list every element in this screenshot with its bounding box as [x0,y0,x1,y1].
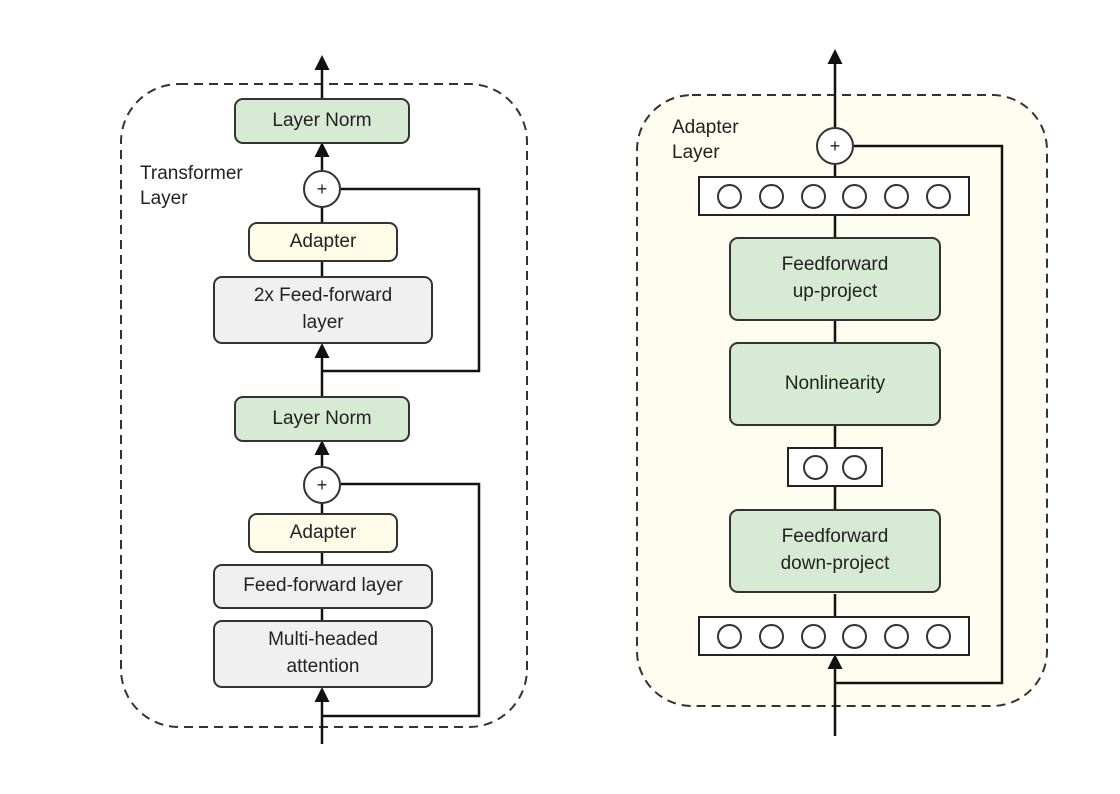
adapter-top-box: Adapter [248,222,398,262]
adapter-layer-title: Adapter Layer [672,117,739,163]
skip-connection-top [322,187,481,373]
multi-headed-attention-box: Multi-headed attention [213,620,433,688]
output-units-bar [698,176,970,216]
neuron-unit [716,623,742,649]
neuron-unit [758,183,784,209]
feed-forward-box: Feed-forward layer [213,564,433,609]
layer-norm-bottom-box: Layer Norm [234,396,410,442]
neuron-unit [884,623,910,649]
transformer-layer-border [120,83,528,728]
bottleneck-units-bar [787,447,883,487]
neuron-unit [926,623,952,649]
input-units-bar [698,616,970,656]
layer-norm-top-box: Layer Norm [234,98,410,144]
neuron-unit [884,183,910,209]
neuron-unit [926,183,952,209]
skip-connection-adapter [835,144,1004,685]
residual-add-top: + [303,170,341,208]
neuron-unit [758,623,784,649]
down-project-box: Feedforward down-project [729,509,941,593]
neuron-unit [842,623,868,649]
residual-add-bottom: + [303,466,341,504]
neuron-unit [803,454,828,480]
neuron-unit [716,183,742,209]
up-project-box: Feedforward up-project [729,237,941,321]
neuron-unit [800,183,826,209]
neuron-unit [842,454,867,480]
nonlinearity-box: Nonlinearity [729,342,941,426]
transformer-layer-title: Transformer Layer [140,163,243,209]
neuron-unit [842,183,868,209]
skip-connection-bottom [322,482,481,718]
adapter-bottom-box: Adapter [248,513,398,553]
adapter-residual-add: + [816,127,854,165]
neuron-unit [800,623,826,649]
ff2x-box: 2x Feed-forward layer [213,276,433,344]
